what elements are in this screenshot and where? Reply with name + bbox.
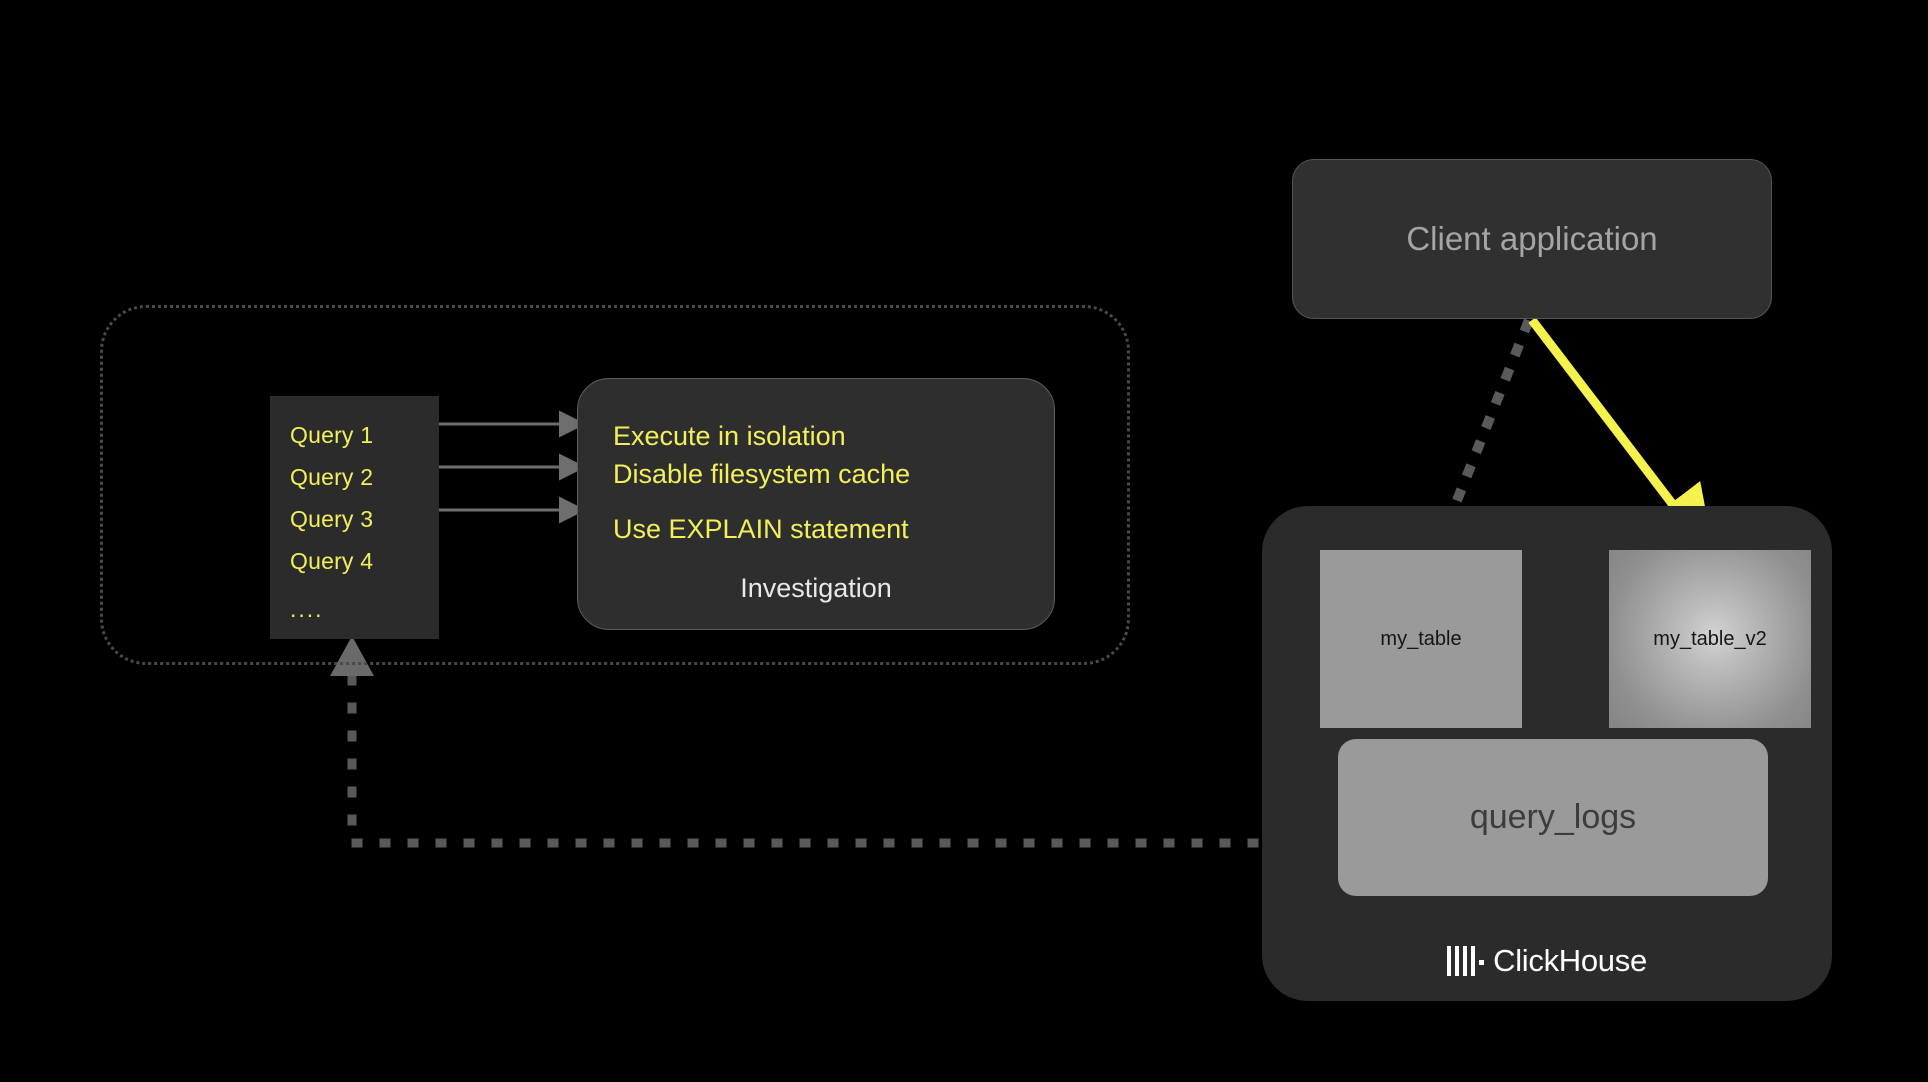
table-label: query_logs bbox=[1469, 798, 1637, 836]
list-item: Query 1 bbox=[290, 422, 374, 448]
table-label: my_table bbox=[1380, 627, 1462, 650]
list-item-ellipsis: .... bbox=[290, 596, 324, 622]
investigation-step: Use EXPLAIN statement bbox=[613, 514, 909, 544]
client-application-label: Client application bbox=[1406, 220, 1658, 257]
clickhouse-logo: ClickHouse bbox=[1262, 943, 1832, 979]
list-item: Query 4 bbox=[290, 548, 374, 574]
table-query-logs: query_logs bbox=[1338, 739, 1768, 896]
clickhouse-wordmark: ClickHouse bbox=[1493, 943, 1647, 978]
investigation-step: Execute in isolation bbox=[613, 421, 846, 451]
investigation-group-outline bbox=[100, 305, 1130, 665]
query-list-box: Query 1 Query 2 Query 3 Query 4 .... bbox=[270, 396, 439, 639]
table-label: my_table_v2 bbox=[1653, 627, 1767, 650]
connector-client-to-my-table bbox=[1445, 318, 1534, 520]
investigation-title: Investigation bbox=[740, 573, 892, 603]
investigation-steps: Execute in isolation Disable filesystem … bbox=[613, 417, 1033, 548]
list-item: Query 3 bbox=[290, 506, 374, 532]
client-application-box: Client application bbox=[1292, 159, 1772, 319]
investigation-panel: Execute in isolation Disable filesystem … bbox=[577, 378, 1055, 630]
connector-client-to-my-table-v2 bbox=[1528, 317, 1716, 561]
table-my-table: my_table bbox=[1320, 550, 1522, 728]
investigation-step: Disable filesystem cache bbox=[613, 459, 911, 489]
list-item: Query 2 bbox=[290, 464, 374, 490]
connector-query-logs-to-query-list bbox=[347, 667, 1343, 848]
clickhouse-bars-icon bbox=[1447, 946, 1485, 976]
table-my-table-v2: my_table_v2 bbox=[1609, 550, 1811, 728]
clickhouse-panel: my_table my_table_v2 query_logs ClickHou… bbox=[1262, 506, 1832, 1001]
